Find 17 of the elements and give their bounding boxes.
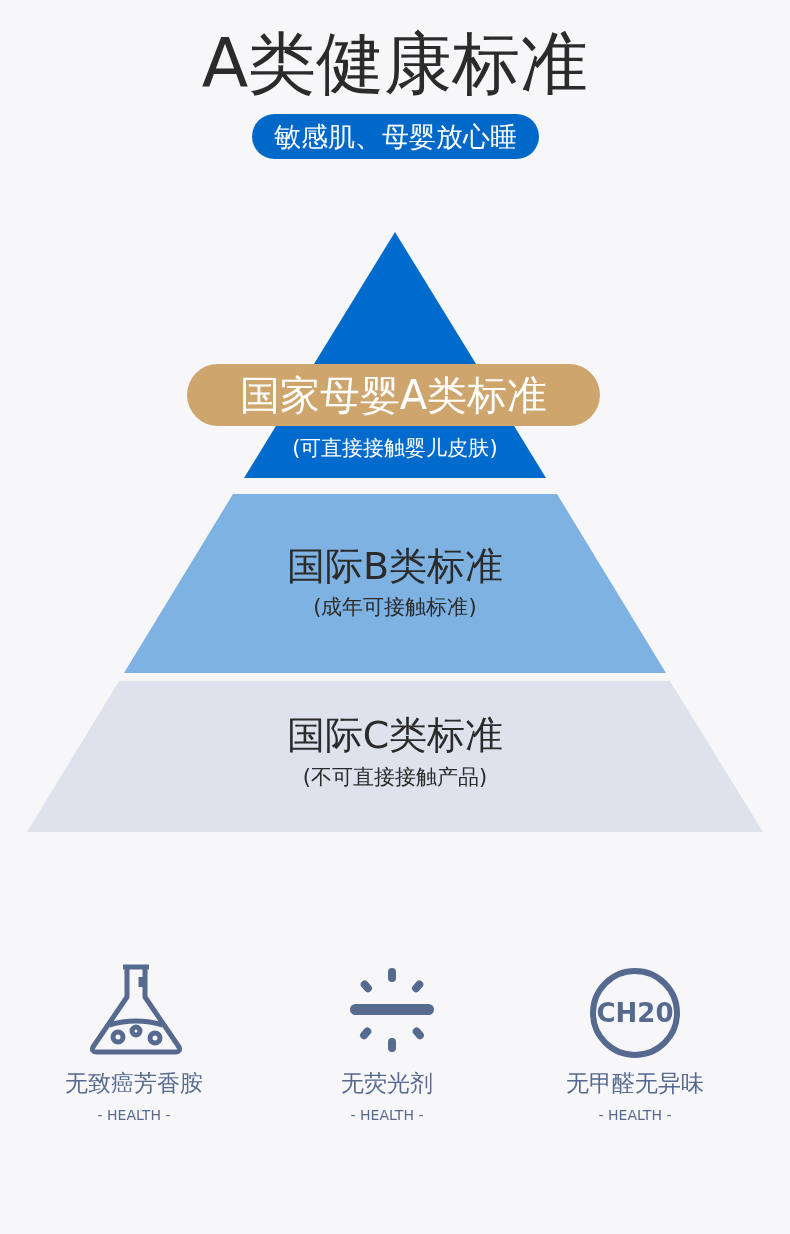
tier-note: (成年可接触标准) — [313, 595, 477, 621]
tagline: - HEALTH - — [97, 1107, 171, 1124]
feature-label: 无甲醛无异味 — [566, 1070, 704, 1098]
tier-heading: 国际B类标准 — [286, 544, 504, 590]
tier-note: (可直接接触婴儿皮肤) — [292, 436, 498, 462]
title: A类健康标准 — [200, 23, 590, 105]
ch2o-badge: CH20 — [590, 968, 680, 1058]
feature-label: 无荧光剂 — [341, 1070, 433, 1098]
pyramid-tier — [27, 681, 763, 832]
tier-heading: 国际C类标准 — [286, 713, 504, 759]
feature-label: 无致癌芳香胺 — [65, 1070, 203, 1098]
pill-badge: 敏感肌、母婴放心睡 — [252, 114, 539, 159]
tagline: - HEALTH - — [350, 1107, 424, 1124]
pill-badge: 国家母婴A类标准 — [187, 364, 600, 426]
pyramid-tier — [124, 494, 666, 673]
tagline: - HEALTH - — [598, 1107, 672, 1124]
tier-note: (不可直接接触产品) — [302, 765, 488, 791]
